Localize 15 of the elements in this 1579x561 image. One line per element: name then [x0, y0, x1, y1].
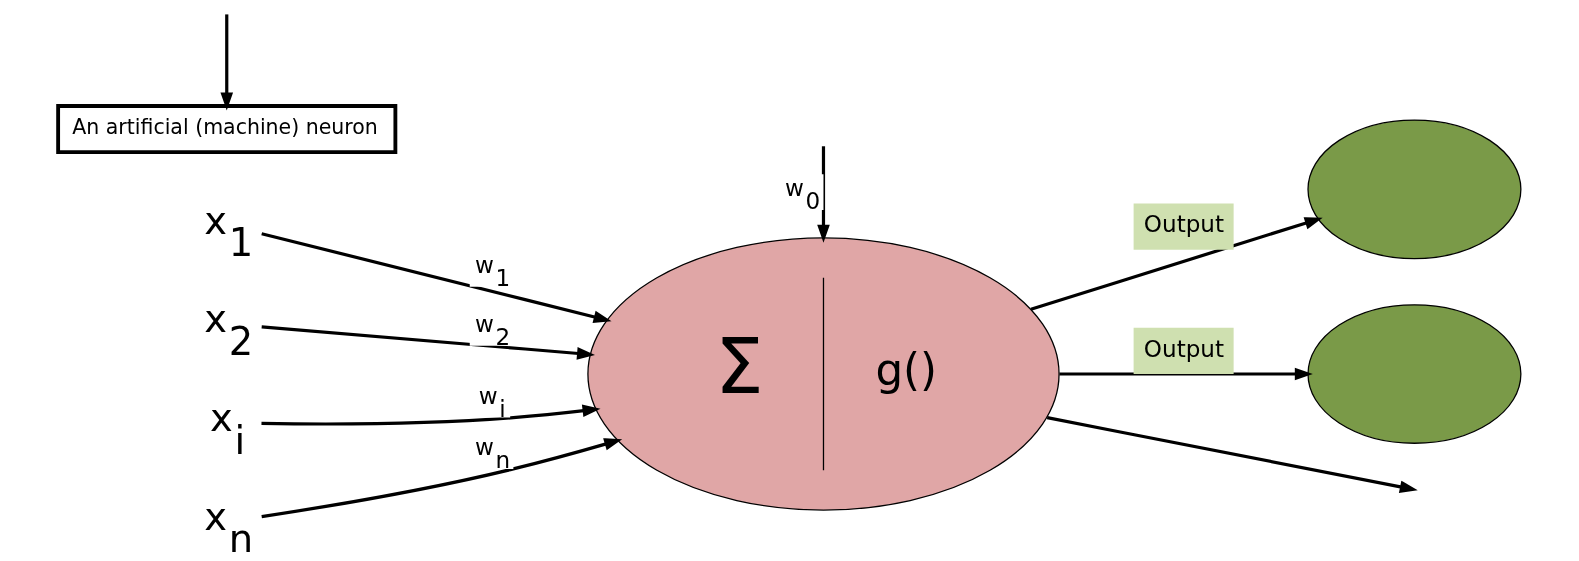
arrow	[1046, 416, 1418, 494]
arrow	[261, 438, 623, 519]
arrow	[261, 232, 612, 323]
node-ellipse	[1307, 119, 1522, 260]
arrow	[261, 404, 601, 426]
node-ellipse	[1307, 304, 1522, 444]
node-ellipse: Σ g()	[587, 237, 1060, 511]
edge-label: Output	[1143, 335, 1225, 362]
arrow	[1030, 217, 1323, 311]
edge-label: Output	[1143, 211, 1225, 238]
arrow	[220, 14, 234, 111]
node-box: An artificial (machine) neuron	[56, 104, 398, 155]
arrow	[261, 325, 595, 360]
arrow	[817, 146, 830, 243]
arrow	[1059, 367, 1313, 381]
